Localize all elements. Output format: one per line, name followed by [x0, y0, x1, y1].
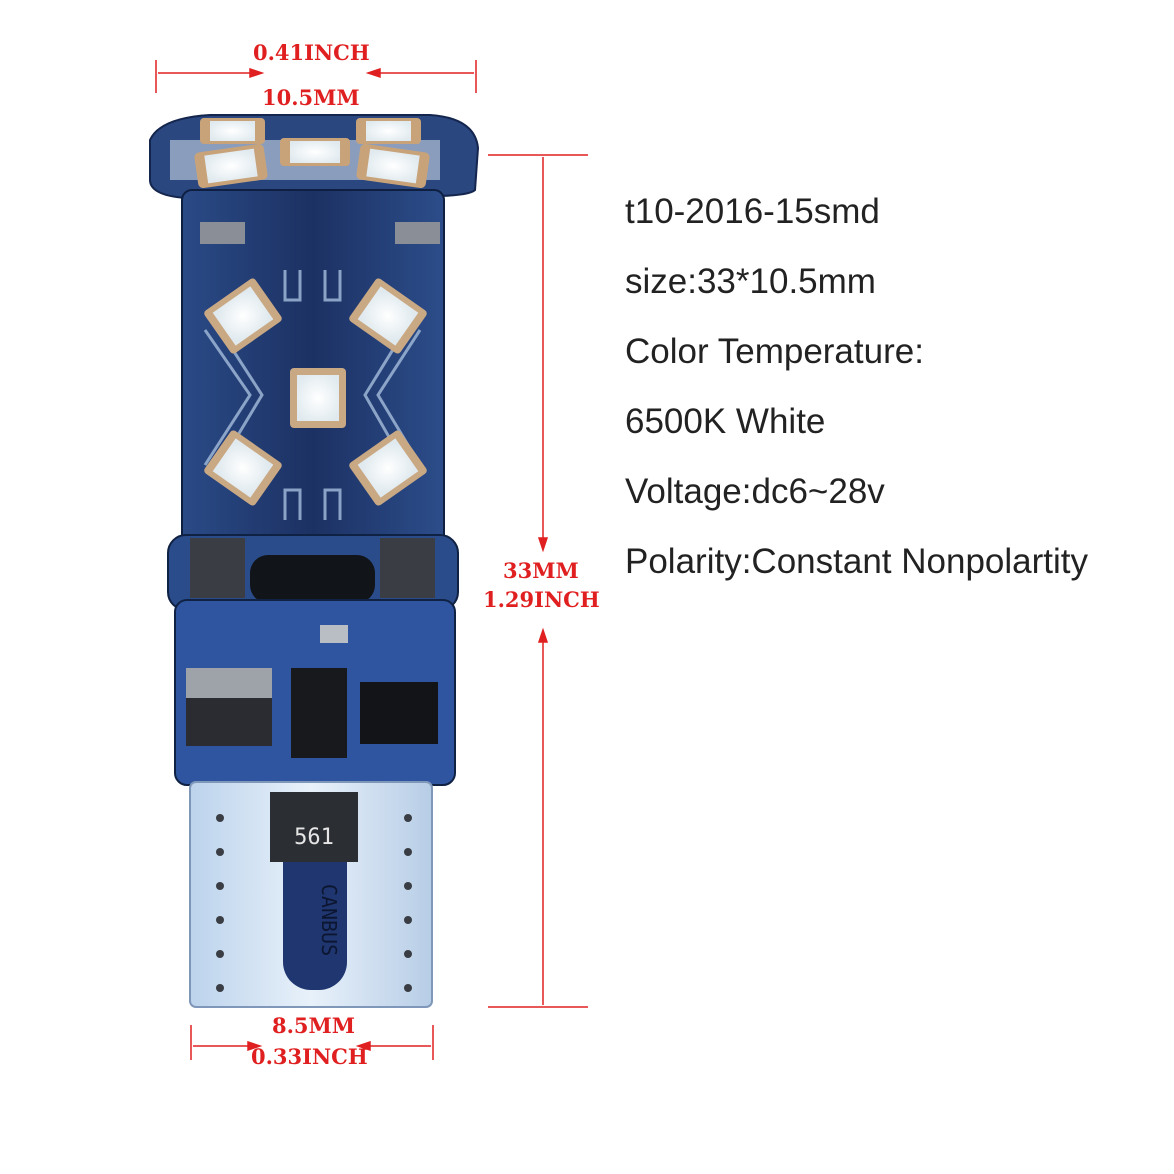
- spec-size: size:33*10.5mm: [625, 262, 876, 301]
- base-width-inch-label: 0.33INCH: [251, 1044, 368, 1069]
- height-inch-label: 1.29INCH: [483, 587, 600, 612]
- spec-color-temp-value: 6500K White: [625, 402, 826, 441]
- spec-voltage: Voltage:dc6~28v: [625, 472, 885, 511]
- spec-model: t10-2016-15smd: [625, 192, 880, 231]
- height-mm-label: 33MM: [503, 558, 579, 583]
- resistor-code-marking: 561: [294, 825, 334, 850]
- spec-polarity: Polarity:Constant Nonpolartity: [625, 542, 1088, 581]
- canbus-marking: CANBUS: [317, 884, 341, 956]
- cap-led-group: [194, 118, 430, 189]
- neck-section: [167, 534, 459, 611]
- spec-list: t10-2016-15smd size:33*10.5mm Color Temp…: [625, 190, 1088, 610]
- top-width-mm-label: 10.5MM: [262, 85, 360, 110]
- spec-color-temp-label: Color Temperature:: [625, 332, 924, 371]
- wedge-base: 561 CANBUS: [189, 781, 433, 1008]
- top-width-inch-label: 0.41INCH: [253, 40, 370, 65]
- top-cap-board: [149, 114, 480, 200]
- driver-board: [174, 599, 456, 786]
- board-led-group: [204, 278, 427, 506]
- main-led-board: [181, 189, 445, 546]
- base-width-mm-label: 8.5MM: [272, 1013, 356, 1038]
